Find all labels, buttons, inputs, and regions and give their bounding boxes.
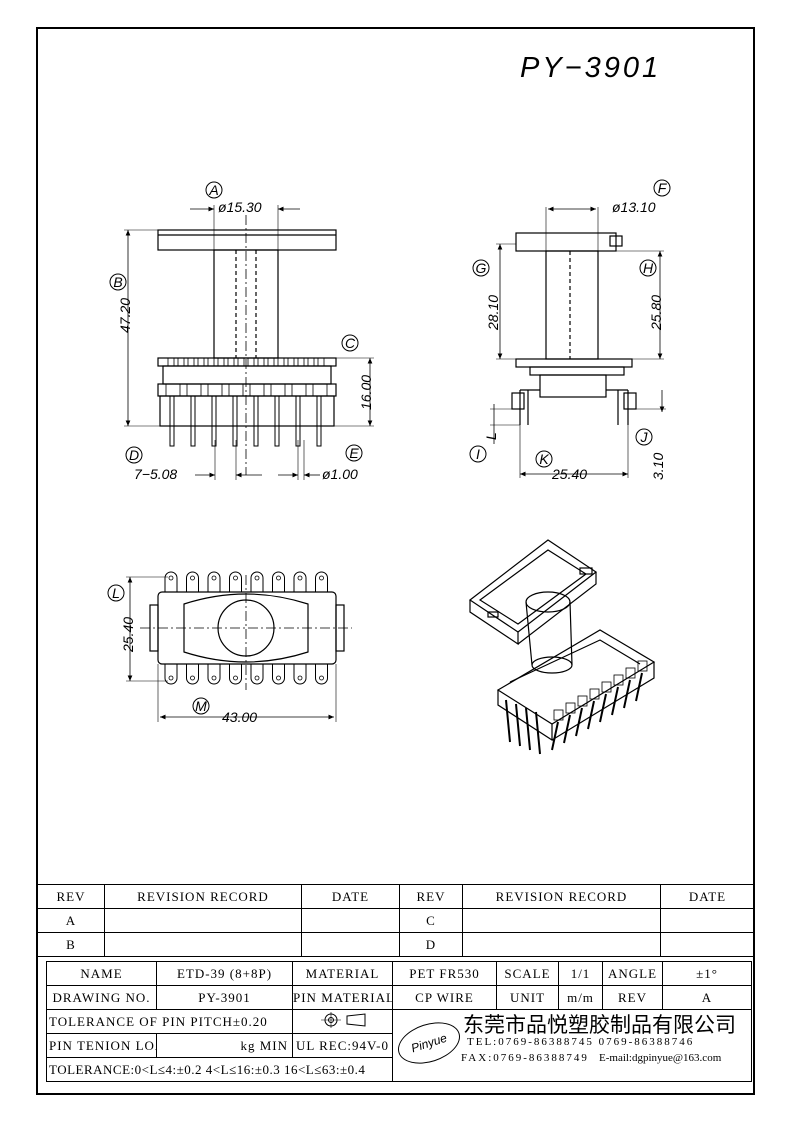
pinyue-logo: Pinyue: [393, 1015, 466, 1071]
part-title: PY−3901: [520, 52, 662, 84]
pin-material-label: PIN MATERIAL: [292, 985, 393, 1010]
callout-d: D: [129, 447, 139, 463]
callout-h: H: [643, 260, 654, 276]
record-header: REVISION RECORD: [104, 884, 302, 909]
dim-28-10: 28.10: [485, 294, 501, 330]
company-cell: Pinyue 东莞市品悦塑胶制品有限公司 TEL:0769-86388745 0…: [392, 1009, 752, 1082]
callout-i: I: [476, 446, 480, 462]
dim-3-10: 3.10: [650, 452, 666, 480]
pin-load-label: PIN TENION LOAD: [46, 1033, 157, 1058]
dim-25-40-side: 25.40: [552, 466, 588, 482]
front-view: [124, 205, 374, 480]
company-name: 东莞市品悦塑胶制品有限公司: [463, 1013, 736, 1037]
rev-cell: C: [399, 908, 463, 933]
rev-cell: A: [37, 908, 105, 933]
telephone: TEL:0769-86388745 0769-86388746: [467, 1036, 695, 1048]
dim-dia-13-10: ø13.10: [612, 199, 656, 215]
scale-label: SCALE: [496, 961, 559, 986]
dim-dia-15-30: ø15.30: [218, 199, 262, 215]
rev-header: REV: [37, 884, 105, 909]
dim-25-80: 25.80: [648, 294, 664, 330]
callout-k: K: [539, 451, 549, 467]
side-view: [490, 206, 666, 478]
record-header-2: REVISION RECORD: [462, 884, 661, 909]
rev-cell: B: [37, 932, 105, 957]
ul-rec: UL REC:94V-0: [292, 1033, 393, 1058]
rev-value: A: [662, 985, 752, 1010]
dimension-callouts: A B C D E F G H I J K L M: [107, 179, 671, 715]
unit-value: m/m: [558, 985, 603, 1010]
fax: FAX:0769-86388749: [461, 1052, 589, 1064]
drawing-value: PY-3901: [156, 985, 293, 1010]
name-value: ETD-39 (8+8P): [156, 961, 293, 986]
date-header-2: DATE: [660, 884, 755, 909]
dim-dia-1-00: ø1.00: [322, 466, 358, 482]
tolerance-pitch: TOLERANCE OF PIN PITCH±0.20: [46, 1009, 293, 1034]
dim-L: L: [483, 432, 499, 440]
projection-symbol: [292, 1009, 393, 1034]
dim-43-00: 43.00: [222, 709, 258, 725]
angle-label: ANGLE: [602, 961, 663, 986]
callout-m: M: [195, 698, 207, 714]
email: E-mail:dgpinyue@163.com: [599, 1052, 722, 1064]
callout-l: L: [112, 585, 120, 601]
dim-pitch: 7−5.08: [134, 466, 178, 482]
callout-e: E: [349, 445, 359, 461]
dim-47-20: 47.20: [117, 297, 133, 333]
title-block: NAME ETD-39 (8+8P) MATERIAL PET FR530 SC…: [46, 961, 752, 1082]
date-header: DATE: [301, 884, 400, 909]
callout-j: J: [640, 429, 649, 445]
callout-a: A: [208, 182, 218, 198]
revision-table: REV REVISION RECORD DATE REV REVISION RE…: [37, 884, 755, 957]
rev-header-2: REV: [399, 884, 463, 909]
material-label: MATERIAL: [292, 961, 393, 986]
callout-g: G: [476, 260, 487, 276]
projection-icon: [320, 1011, 365, 1028]
rev-cell: D: [399, 932, 463, 957]
callout-c: C: [345, 335, 356, 351]
angle-value: ±1°: [662, 961, 752, 986]
isometric-view: [468, 539, 656, 755]
drawing-label: DRAWING NO.: [46, 985, 157, 1010]
rev-label: REV: [602, 985, 663, 1010]
dim-25-40-bottom: 25.40: [120, 616, 136, 652]
tolerance-line: TOLERANCE:0<L≤4:±0.2 4<L≤16:±0.3 16<L≤63…: [46, 1057, 393, 1082]
callout-f: F: [658, 180, 668, 196]
pin-load-unit: kg MIN: [156, 1033, 293, 1058]
material-value: PET FR530: [392, 961, 497, 986]
sheet-border: [36, 27, 755, 1095]
name-label: NAME: [46, 961, 157, 986]
pin-material-value: CP WIRE: [392, 985, 497, 1010]
unit-label: UNIT: [496, 985, 559, 1010]
scale-value: 1/1: [558, 961, 603, 986]
callout-b: B: [113, 274, 122, 290]
dim-16-00: 16.00: [358, 374, 374, 410]
bottom-view: [126, 571, 352, 722]
